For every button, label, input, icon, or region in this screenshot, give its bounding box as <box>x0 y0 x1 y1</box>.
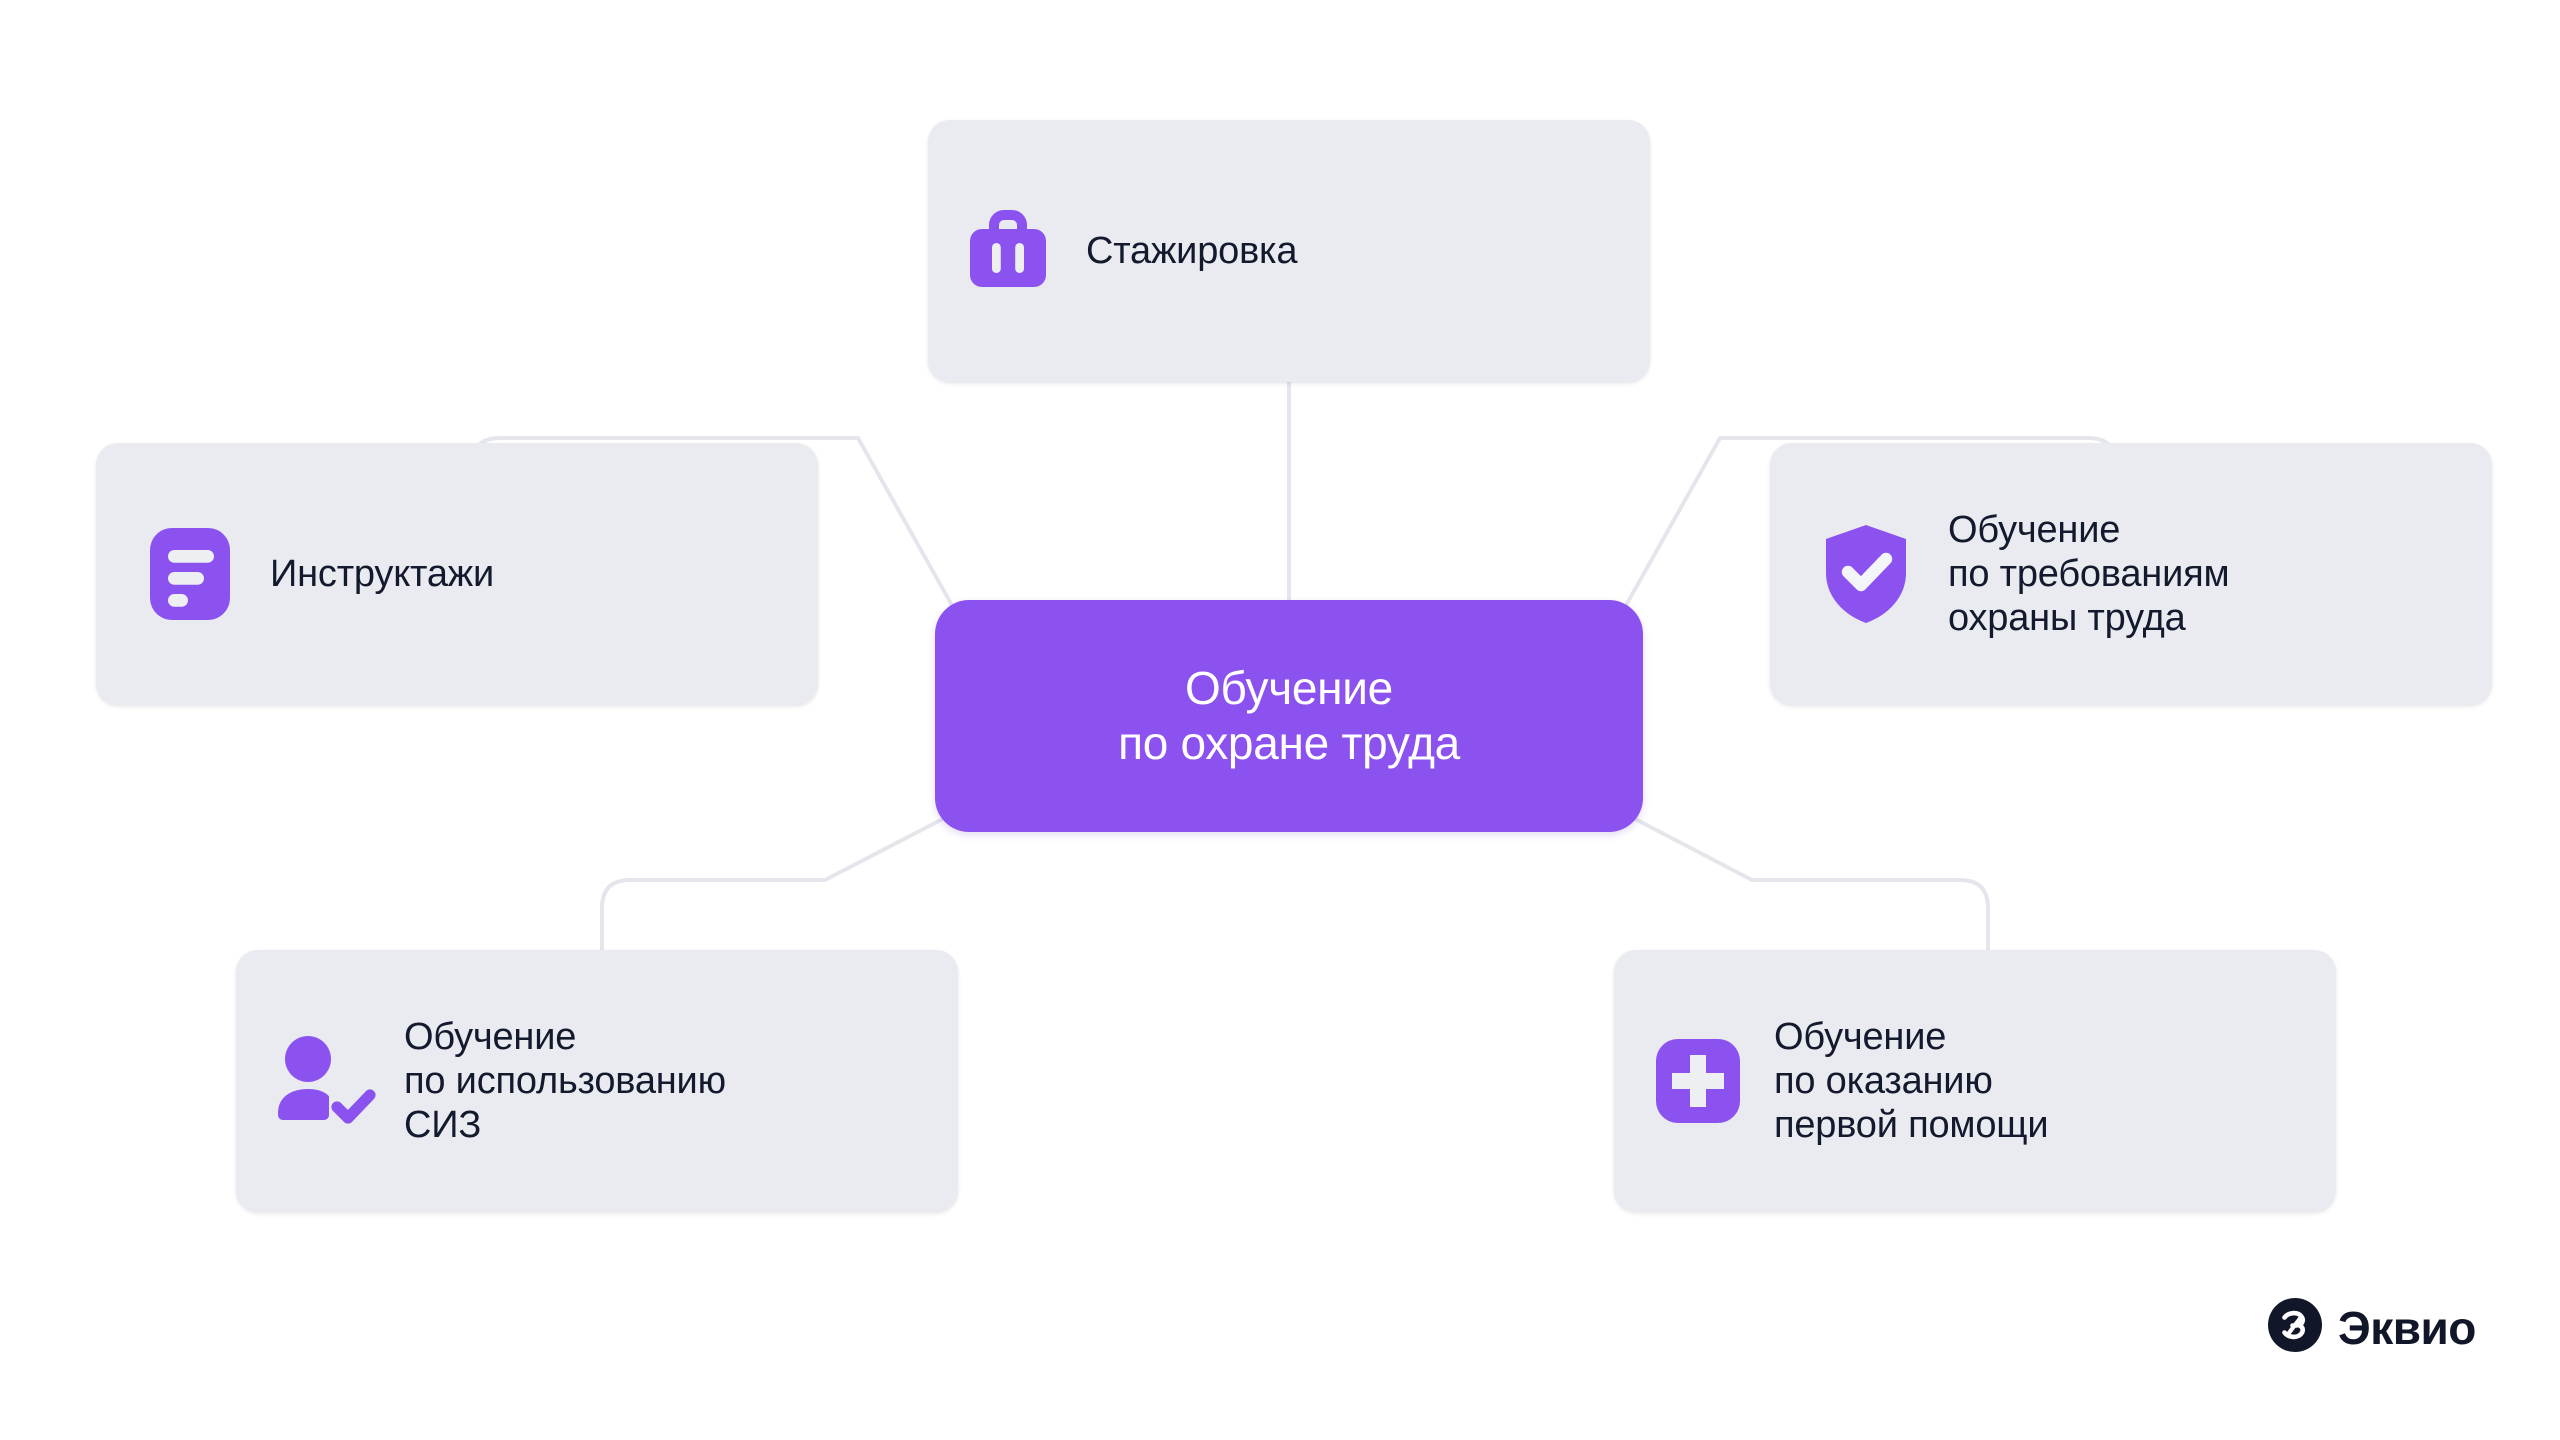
node-label: Инструктажи <box>270 552 495 595</box>
node-label: Стажировка <box>1086 229 1298 272</box>
brand-logo: Эквио <box>2268 1298 2476 1357</box>
node-card-first-aid[interactable]: Обучение по оказанию первой помощи <box>1614 950 2336 1212</box>
node-card-ot-requirements[interactable]: Обучение по требованиям охраны труда <box>1770 443 2492 705</box>
node-card-internship[interactable]: Стажировка <box>928 120 1650 382</box>
node-label: Обучение по требованиям охраны труда <box>1948 508 2230 640</box>
center-node-occupational-safety-training[interactable]: Обучение по охране труда <box>935 600 1643 832</box>
user-check-icon <box>272 1033 376 1129</box>
ekvio-circle-icon <box>2268 1298 2322 1357</box>
node-label: Обучение по оказанию первой помощи <box>1774 1015 2049 1147</box>
node-label: Обучение по использованию СИЗ <box>404 1015 726 1147</box>
first-aid-cross-icon <box>1650 1033 1746 1129</box>
center-node-label: Обучение по охране труда <box>1118 661 1460 769</box>
node-card-ppe-usage[interactable]: Обучение по использованию СИЗ <box>236 950 958 1212</box>
document-lines-icon <box>144 524 236 624</box>
shield-check-icon <box>1818 521 1914 627</box>
briefcase-icon <box>960 203 1056 299</box>
brand-logo-text: Эквио <box>2338 1301 2476 1354</box>
node-card-briefings[interactable]: Инструктажи <box>96 443 818 705</box>
